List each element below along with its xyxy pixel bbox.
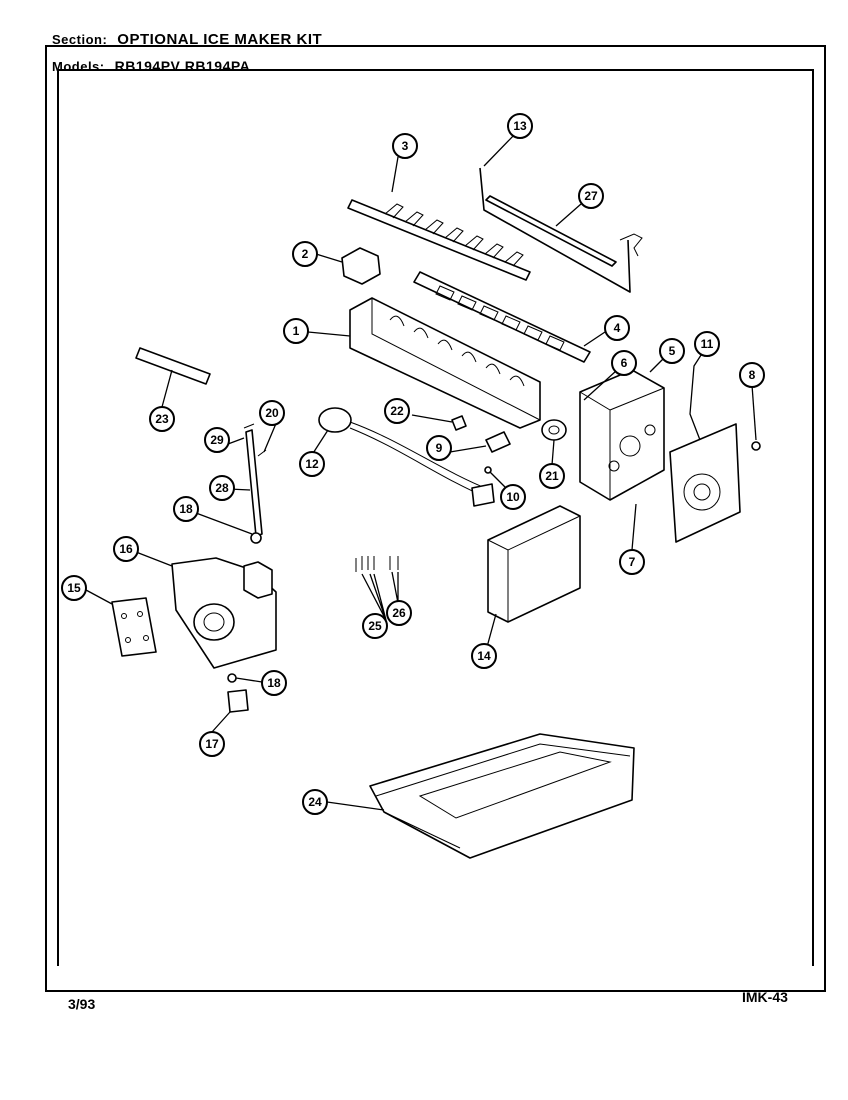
- models-header: Models: RB194PV RB194PA: [52, 58, 250, 74]
- callout-27: 27: [578, 183, 604, 209]
- svg-text:5: 5: [669, 344, 676, 358]
- callout-8: 8: [739, 362, 765, 388]
- callout-2: 2: [292, 241, 318, 267]
- part-stripper: [413, 271, 591, 363]
- callout-13: 13: [507, 113, 533, 139]
- callout-6: 6: [611, 350, 637, 376]
- callout-20: 20: [259, 400, 285, 426]
- part-10: [484, 466, 492, 474]
- part-fill-strip: [135, 347, 211, 385]
- svg-text:10: 10: [506, 490, 520, 504]
- svg-text:11: 11: [701, 337, 714, 351]
- section-header: Section: OPTIONAL ICE MAKER KIT: [52, 31, 322, 48]
- svg-text:2: 2: [302, 247, 309, 261]
- callout-29: 29: [204, 427, 230, 453]
- svg-text:24: 24: [308, 795, 322, 809]
- svg-text:15: 15: [67, 581, 81, 595]
- svg-text:17: 17: [205, 737, 219, 751]
- callout-18-upper: 18: [173, 496, 199, 522]
- svg-text:8: 8: [749, 368, 756, 382]
- callout-4: 4: [604, 315, 630, 341]
- callout-11: 11: [694, 331, 720, 357]
- svg-text:18: 18: [179, 502, 193, 516]
- svg-text:14: 14: [477, 649, 491, 663]
- callout-15: 15: [61, 575, 87, 601]
- part-mold-clip: [341, 247, 381, 285]
- part-fitting-18: [227, 673, 237, 683]
- part-valve-bracket: [111, 597, 157, 657]
- callout-3: 3: [392, 133, 418, 159]
- svg-text:27: 27: [584, 189, 598, 203]
- callout-21: 21: [539, 463, 565, 489]
- diagram-inner-frame: [57, 69, 814, 966]
- callout-28: 28: [209, 475, 235, 501]
- callout-9: 9: [426, 435, 452, 461]
- callout-22: 22: [384, 398, 410, 424]
- leader-lines: [85, 132, 757, 811]
- callout-10: 10: [500, 484, 526, 510]
- revision-date: 3/93: [68, 996, 96, 1012]
- callout-17: 17: [199, 731, 225, 757]
- callout-16: 16: [113, 536, 139, 562]
- part-fill-tube: [243, 423, 267, 544]
- svg-text:1: 1: [293, 324, 300, 338]
- part-screw-8: [751, 441, 761, 451]
- part-fitting-17: [227, 689, 249, 713]
- part-cover-gear: [669, 423, 741, 543]
- svg-text:29: 29: [210, 433, 224, 447]
- page-code: IMK-43: [742, 989, 788, 1005]
- callout-7: 7: [619, 549, 645, 575]
- callout-12: 12: [299, 451, 325, 477]
- svg-text:28: 28: [215, 481, 229, 495]
- svg-text:26: 26: [392, 606, 406, 620]
- part-9: [485, 431, 511, 453]
- diagram-frame: [45, 45, 826, 992]
- part-ice-bin: [369, 733, 635, 859]
- part-thermostat-harness: [318, 407, 495, 507]
- part-screws: [355, 556, 399, 572]
- svg-text:20: 20: [265, 406, 279, 420]
- svg-text:25: 25: [368, 619, 382, 633]
- part-22: [451, 415, 467, 431]
- callout-25: 25: [362, 613, 388, 639]
- part-ejector-shaft: [347, 199, 531, 281]
- part-water-valve: [171, 557, 277, 669]
- svg-text:21: 21: [545, 469, 559, 483]
- section-label: Section:: [52, 32, 108, 47]
- svg-text:22: 22: [390, 404, 404, 418]
- callout-18-lower: 18: [261, 670, 287, 696]
- svg-text:7: 7: [629, 555, 636, 569]
- svg-text:18: 18: [267, 676, 281, 690]
- callout-24: 24: [302, 789, 328, 815]
- svg-text:3: 3: [402, 139, 409, 153]
- part-housing: [579, 369, 665, 501]
- part-mold-heater: [349, 297, 541, 429]
- part-cover-box: [487, 505, 581, 623]
- svg-text:6: 6: [621, 356, 628, 370]
- models-label: Models:: [52, 59, 105, 74]
- part-drive-motor: [541, 419, 567, 441]
- callout-5: 5: [659, 338, 685, 364]
- svg-text:16: 16: [119, 542, 133, 556]
- callout-23: 23: [149, 406, 175, 432]
- section-title: OPTIONAL ICE MAKER KIT: [117, 31, 323, 48]
- svg-text:9: 9: [436, 441, 443, 455]
- part-shutoff-arm: [479, 167, 643, 293]
- callout-26: 26: [386, 600, 412, 626]
- svg-text:13: 13: [513, 119, 527, 133]
- svg-text:23: 23: [155, 412, 169, 426]
- svg-text:12: 12: [305, 457, 319, 471]
- models-list: RB194PV RB194PA: [114, 58, 251, 74]
- callout-14: 14: [471, 643, 497, 669]
- svg-text:4: 4: [614, 321, 621, 335]
- callout-1: 1: [283, 318, 309, 344]
